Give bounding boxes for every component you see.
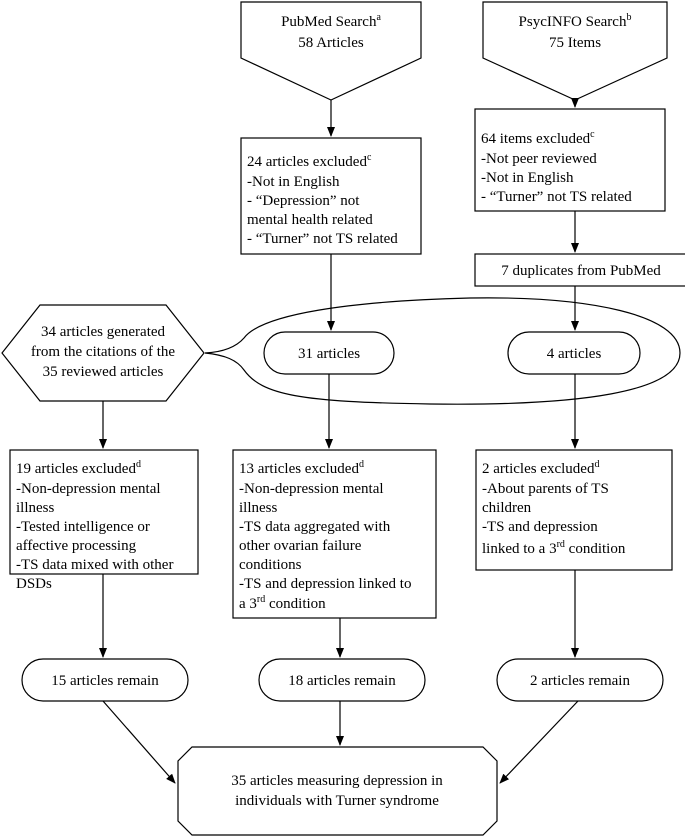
exclusion-left-line: -Tested intelligence or [16,519,150,535]
exclusion-box-middle [232,449,437,619]
citations-hexagon [1,304,205,402]
exclusion-middle-line-last: a 3rd condition [239,594,326,612]
exclusion-left-line: affective processing [16,538,137,554]
pubmed-count: 58 Articles [298,35,364,51]
exclusion-box-right [475,449,673,571]
psycinfo-exclusion-line: -Not peer reviewed [481,151,597,167]
arrow-right-remain-to-final [499,700,579,784]
exclusion-middle-line: -TS and depression linked to [239,576,411,592]
remain-node-left [21,658,189,702]
exclusion-box-left [9,449,199,575]
citations-line: 35 reviewed articles [43,364,164,380]
exclusion-middle-line: other ovarian failure [239,538,362,554]
pubmed-exclusion-line: - “Turner” not TS related [247,231,398,247]
exclusion-left-line: -TS data mixed with other [16,557,173,573]
exclusion-right-line: -About parents of TS [482,481,609,497]
exclusion-right-line: children [482,500,532,516]
articles-4-node [507,331,641,375]
exclusion-right-heading: 2 articles excludedd [482,459,599,477]
psycinfo-count: 75 Items [549,35,601,51]
psycinfo-exclusion-heading: 64 items excludedc [481,129,595,147]
pubmed-exclusion-heading: 24 articles excludedc [247,152,372,170]
pubmed-exclusion-line: -Not in English [247,174,340,190]
pubmed-title: PubMed Searcha [281,12,381,30]
remain-node-middle [258,658,426,702]
remain-left-label: 15 articles remain [51,673,159,689]
exclusion-middle-heading: 13 articles excludedd [239,459,364,477]
pubmed-exclusion-line: - “Depression” not [247,193,360,209]
pubmed-search-node [240,1,422,101]
exclusion-left-line: illness [16,500,54,516]
articles-4-label: 4 articles [547,346,602,362]
merge-enclosure-curve [204,297,681,405]
pubmed-exclusion-box [240,137,422,255]
final-line: 35 articles measuring depression in [231,773,443,789]
arrow-left-remain-to-final [102,700,176,784]
final-line: individuals with Turner syndrome [235,793,439,809]
exclusion-middle-line: -TS data aggregated with [239,519,391,535]
exclusion-middle-line: illness [239,500,277,516]
exclusion-middle-line: -Non-depression mental [239,481,384,497]
psycinfo-exclusion-line: -Not in English [481,170,574,186]
psycinfo-exclusion-box [474,108,666,212]
exclusion-right-line-last: linked to a 3rd condition [482,539,626,557]
duplicates-box [474,253,685,287]
citations-line: from the citations of the [31,344,175,360]
psycinfo-title: PsycINFO Searchb [519,12,632,30]
exclusion-left-line: -Non-depression mental [16,481,161,497]
psycinfo-search-node [482,1,668,101]
exclusion-right-line: -TS and depression [482,519,598,535]
duplicates-label: 7 duplicates from PubMed [501,263,661,279]
remain-right-label: 2 articles remain [530,673,630,689]
final-node [177,746,498,836]
citations-line: 34 articles generated [41,324,166,340]
exclusion-left-line: DSDs [16,576,52,592]
exclusion-left-heading: 19 articles excludedd [16,459,141,477]
remain-middle-label: 18 articles remain [288,673,396,689]
pubmed-exclusion-line: mental health related [247,212,373,228]
remain-node-right [496,658,664,702]
articles-31-label: 31 articles [298,346,360,362]
exclusion-middle-line: conditions [239,557,302,573]
psycinfo-exclusion-line: - “Turner” not TS related [481,189,632,205]
